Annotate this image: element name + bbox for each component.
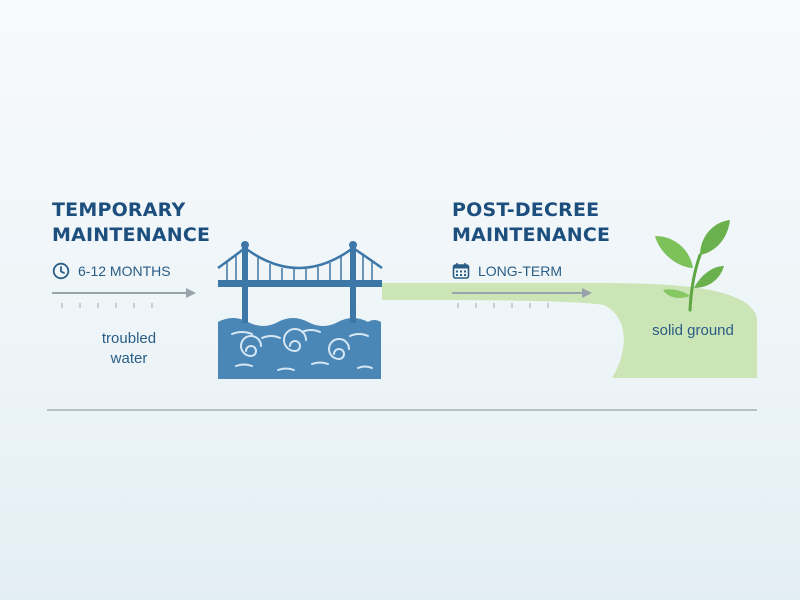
left-phase-duration: 6-12 MONTHS (52, 262, 171, 280)
solid-ground-path (382, 283, 757, 378)
right-phase-title-line-2: MAINTENANCE (452, 224, 611, 246)
swirling-water (218, 318, 381, 379)
sprout-icon (655, 220, 730, 312)
clock-icon (52, 262, 70, 280)
right-phase-duration-label: LONG-TERM (478, 263, 562, 279)
caption-line-1: troubled (101, 330, 157, 347)
solid-ground-label: solid ground (652, 322, 734, 339)
right-phase-title: POST-DECREE MAINTENANCE (452, 198, 610, 248)
right-timeline-arrow (452, 288, 592, 308)
right-phase-duration: LONG-TERM (452, 262, 562, 280)
left-phase-title-line-2: MAINTENANCE (52, 224, 211, 246)
troubled-water-caption: troubled water (86, 329, 172, 369)
caption-line-2: water (110, 350, 148, 367)
calendar-icon (452, 263, 470, 279)
left-timeline-arrow (52, 288, 196, 308)
solid-ground-caption: solid ground (634, 321, 752, 341)
left-phase-duration-label: 6-12 MONTHS (78, 263, 171, 279)
left-phase-title-line-1: TEMPORARY (52, 199, 186, 221)
right-phase-title-line-1: POST-DECREE (452, 199, 600, 221)
left-phase-title: TEMPORARY MAINTENANCE (52, 198, 210, 248)
suspension-bridge-icon (217, 241, 383, 323)
